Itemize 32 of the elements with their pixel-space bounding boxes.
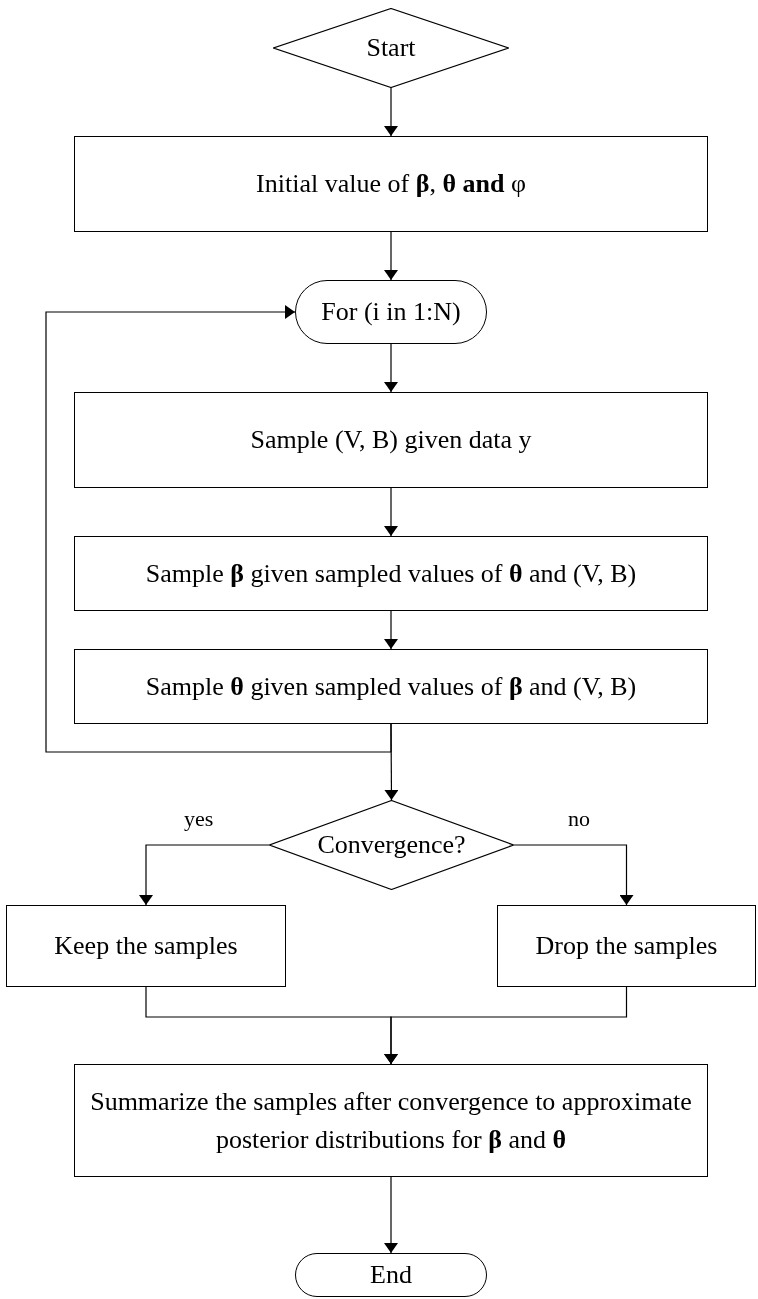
process-box: [74, 392, 708, 488]
node-text: End: [369, 1259, 413, 1291]
arrow: [386, 231, 396, 281]
arrow: [513, 844, 632, 906]
process-box: [74, 136, 708, 232]
process-box: [497, 905, 756, 987]
arrow: [386, 1176, 396, 1254]
arrow: [386, 487, 396, 537]
arrow: [386, 343, 396, 393]
process-box: [74, 1064, 708, 1177]
arrow: [386, 87, 396, 137]
arrow: [386, 723, 397, 801]
arrow: [141, 844, 270, 906]
node-text: Keep the samples: [53, 930, 239, 962]
end-terminal: [295, 1253, 487, 1297]
start-diamond: [273, 8, 509, 88]
node-text: Drop the samples: [534, 930, 719, 962]
arrow: [386, 986, 628, 1065]
node-text: Sample (V, B) given data y: [249, 424, 533, 456]
node-text: Start: [365, 32, 417, 64]
node-text: Sample β given sampled values of θ and (V, B): [144, 557, 638, 590]
node-text: Summarize the samples after convergence to approximate posterior distributions for β and θ: [89, 1085, 693, 1156]
arrow: [45, 307, 392, 753]
decision-diamond: [269, 800, 514, 890]
node-text: Sample θ given sampled values of β and (V, B): [144, 670, 638, 703]
node-text: Initial value of β, θ and φ: [255, 168, 527, 200]
process-box: [74, 536, 708, 611]
process-box: [6, 905, 286, 987]
process-box: [74, 649, 708, 724]
arrow: [386, 610, 396, 650]
node-text: For (i in 1:N): [320, 296, 462, 328]
node-text: Convergence?: [316, 829, 467, 861]
